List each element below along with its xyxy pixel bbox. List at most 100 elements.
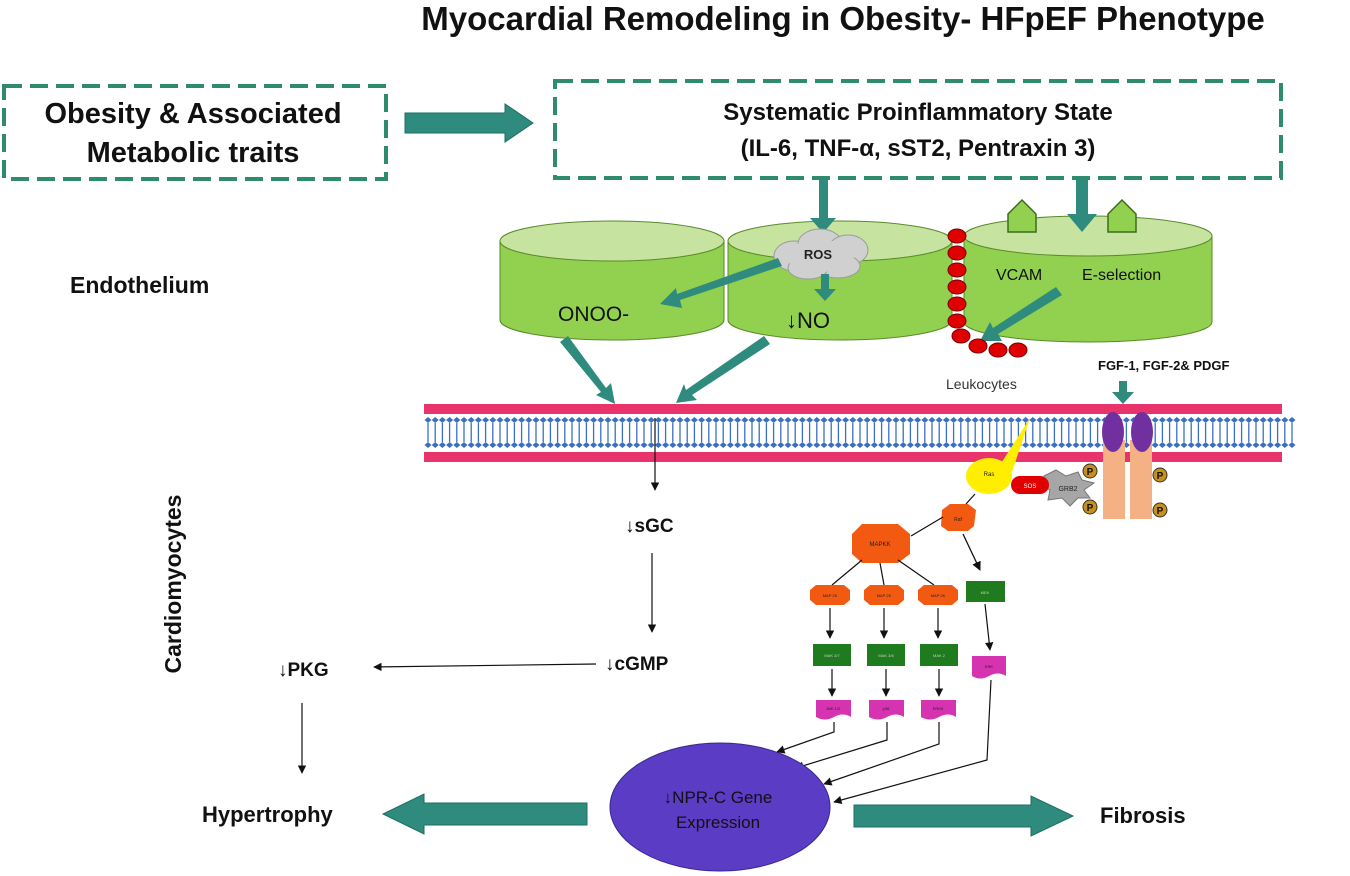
nprc-gene-expression-node xyxy=(609,742,831,872)
lipid-head-icon xyxy=(662,417,670,423)
lipid-head-icon xyxy=(798,442,806,448)
lipid-head-icon xyxy=(1173,417,1181,423)
lipid-head-icon xyxy=(1058,417,1066,423)
lipid-head-icon xyxy=(669,442,677,448)
lipid-head-icon xyxy=(1094,417,1102,423)
lipid-head-icon xyxy=(647,442,655,448)
cell-membrane xyxy=(424,404,1296,462)
lipid-head-icon xyxy=(705,417,713,423)
lipid-head-icon xyxy=(604,417,612,423)
lipid-head-icon xyxy=(1043,442,1051,448)
lipid-head-icon xyxy=(611,442,619,448)
lipid-head-icon xyxy=(446,442,454,448)
lipid-head-icon xyxy=(1000,442,1008,448)
lipid-head-icon xyxy=(1151,442,1159,448)
lipid-head-icon xyxy=(518,442,526,448)
tf-label-1: JNK 1/2 xyxy=(826,706,841,711)
onoo-label: ONOO- xyxy=(558,303,629,326)
lipid-head-icon xyxy=(842,417,850,423)
lipid-head-icon xyxy=(755,442,763,448)
lipid-head-icon xyxy=(1202,442,1210,448)
lipid-head-icon xyxy=(1029,442,1037,448)
lipid-head-icon xyxy=(647,417,655,423)
lipid-head-icon xyxy=(892,442,900,448)
mapkk-label: MAPKK xyxy=(869,542,890,548)
lipid-head-icon xyxy=(748,417,756,423)
lipid-head-icon xyxy=(993,442,1001,448)
lipid-head-icon xyxy=(1058,442,1066,448)
lipid-head-icon xyxy=(496,417,504,423)
ros-to-onoo-arrow xyxy=(660,258,782,308)
mapk-label-3: MAK 2 xyxy=(933,653,946,658)
lipid-head-icon xyxy=(741,417,749,423)
lipid-head-icon xyxy=(1166,442,1174,448)
lipid-head-icon xyxy=(870,417,878,423)
lipid-head-icon xyxy=(1252,442,1260,448)
lipid-head-icon xyxy=(474,442,482,448)
lipid-head-icon xyxy=(1050,442,1058,448)
lipid-head-icon xyxy=(1122,417,1130,423)
lipid-head-icon xyxy=(683,442,691,448)
lipid-head-icon xyxy=(1194,442,1202,448)
lipid-head-icon xyxy=(467,417,475,423)
lipid-head-icon xyxy=(1072,442,1080,448)
sos-node xyxy=(1011,476,1049,494)
lipid-head-icon xyxy=(546,417,554,423)
lipid-head-icon xyxy=(1180,442,1188,448)
lipid-head-icon xyxy=(633,417,641,423)
lipid-head-icon xyxy=(510,417,518,423)
map2k-row xyxy=(810,581,1005,605)
lipid-head-icon xyxy=(1022,442,1030,448)
lipid-head-icon xyxy=(1223,442,1231,448)
svg-text:P: P xyxy=(1157,471,1164,482)
lipid-head-icon xyxy=(1209,417,1217,423)
lipid-head-icon xyxy=(618,442,626,448)
mapk-label-1: MAK 3/7 xyxy=(824,653,840,658)
inflammation-line2: (IL-6, TNF-α, sST2, Pentraxin 3) xyxy=(741,135,1096,162)
lipid-head-icon xyxy=(1158,417,1166,423)
inflammation-to-vcam-arrow xyxy=(1067,180,1097,232)
lipid-head-icon xyxy=(863,442,871,448)
lipid-head-icon xyxy=(669,417,677,423)
eselection-label: E-selection xyxy=(1082,267,1161,284)
lipid-head-icon xyxy=(870,442,878,448)
lipid-head-icon xyxy=(554,417,562,423)
tf-label-2: p38 xyxy=(883,706,890,711)
grb2-node xyxy=(1041,469,1096,507)
map2k-label-3: MAP 2K xyxy=(931,593,946,598)
adhesion-receptor-icon xyxy=(1007,198,1037,233)
lipid-head-icon xyxy=(626,442,634,448)
lipid-head-icon xyxy=(856,442,864,448)
lipid-head-icon xyxy=(568,442,576,448)
obesity-line1: Obesity & Associated xyxy=(44,98,341,130)
lipid-head-icon xyxy=(726,442,734,448)
lipid-head-icon xyxy=(1281,417,1289,423)
lipid-head-icon xyxy=(1259,417,1267,423)
diagram-title: Myocardial Remodeling in Obesity- HFpEF … xyxy=(421,0,1264,37)
raf-node xyxy=(941,504,976,531)
lipid-head-icon xyxy=(849,442,857,448)
lipid-head-icon xyxy=(431,417,439,423)
lipid-head-icon xyxy=(510,442,518,448)
lipid-head-icon xyxy=(539,417,547,423)
lipid-head-icon xyxy=(539,442,547,448)
lipid-head-icon xyxy=(957,417,965,423)
lipid-head-icon xyxy=(690,417,698,423)
lipid-head-icon xyxy=(806,442,814,448)
lipid-head-icon xyxy=(604,442,612,448)
lipid-head-icon xyxy=(438,417,446,423)
inflammation-line1: Systematic Proinflammatory State xyxy=(723,99,1112,126)
lipid-head-icon xyxy=(1238,417,1246,423)
lipid-head-icon xyxy=(1238,442,1246,448)
lipid-head-icon xyxy=(813,442,821,448)
lipid-head-icon xyxy=(482,417,490,423)
lipid-head-icon xyxy=(813,417,821,423)
lipid-head-icon xyxy=(950,442,958,448)
lipid-head-icon xyxy=(978,417,986,423)
lipid-head-icon xyxy=(1180,417,1188,423)
lipid-head-icon xyxy=(431,442,439,448)
lipid-head-icon xyxy=(777,417,785,423)
lipid-head-icon xyxy=(971,442,979,448)
grb2-label: GRB2 xyxy=(1058,486,1077,493)
